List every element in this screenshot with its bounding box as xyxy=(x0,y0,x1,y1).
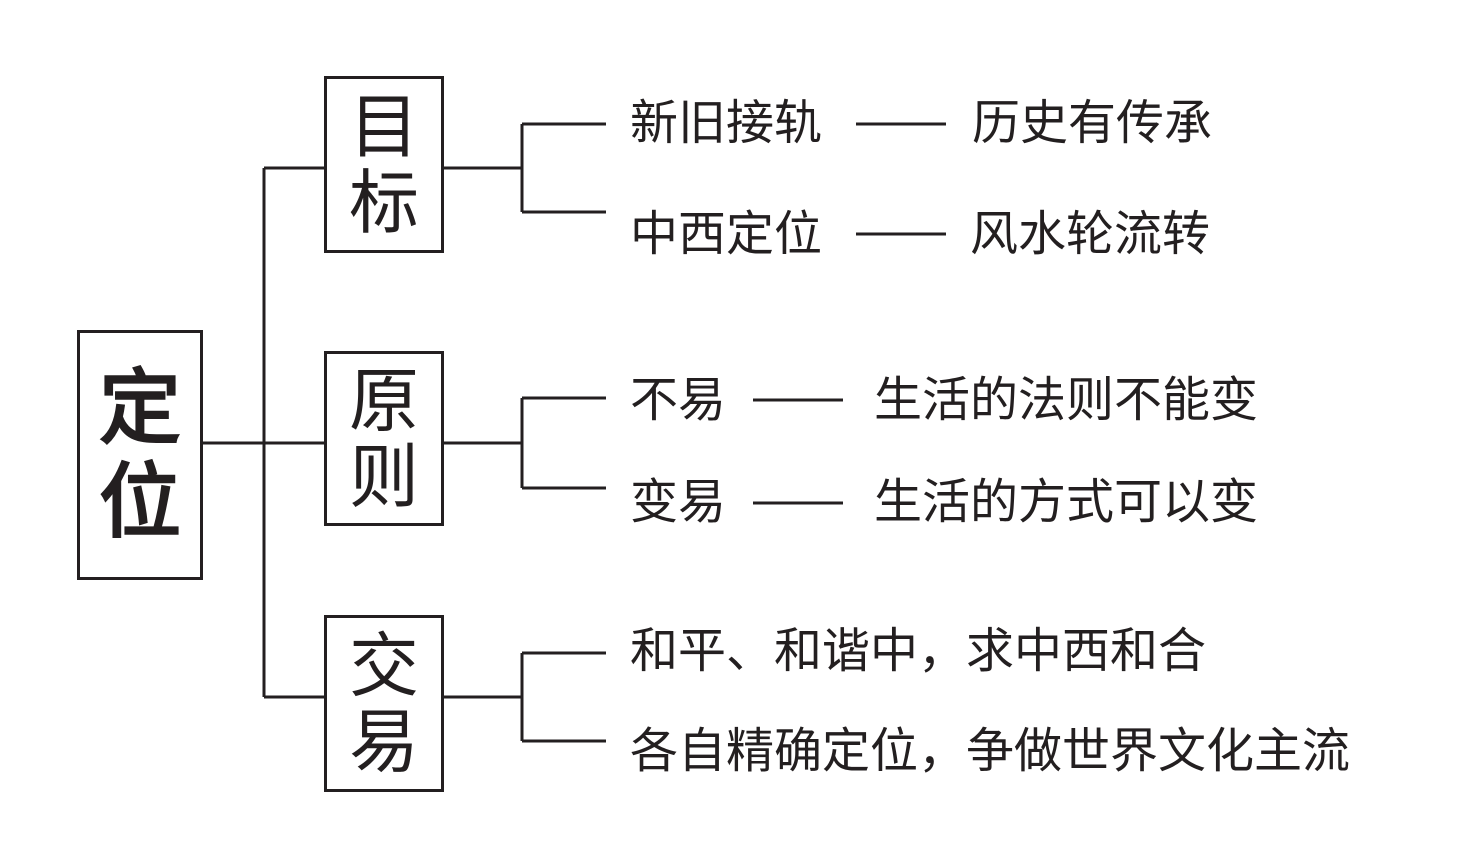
category-char: 原 xyxy=(349,359,419,442)
leaf-term: 中西定位 xyxy=(630,206,823,262)
leaf-term: 不易 xyxy=(630,372,727,428)
category-box-yuanze: 原 则 xyxy=(324,351,444,526)
leaf-term: 变易 xyxy=(630,474,727,530)
category-box-mubiao: 目 标 xyxy=(324,76,444,253)
root-char-1: 定 xyxy=(98,360,181,456)
category-char: 标 xyxy=(349,161,419,244)
category-box-jiaoyi: 交 易 xyxy=(324,615,444,792)
leaf-description: 生活的法则不能变 xyxy=(874,372,1259,428)
leaf-statement: 和平、和谐中，求中西和合 xyxy=(630,623,1207,679)
leaf-term: 新旧接轨 xyxy=(630,95,823,151)
leaf-statement: 各自精确定位，争做世界文化主流 xyxy=(630,723,1351,779)
category-char: 则 xyxy=(349,435,419,518)
category-char: 易 xyxy=(349,700,419,783)
leaf-description: 生活的方式可以变 xyxy=(874,474,1259,530)
leaf-description: 历史有传承 xyxy=(972,95,1213,151)
root-box: 定 位 xyxy=(77,330,203,580)
category-char: 目 xyxy=(349,85,419,168)
root-char-2: 位 xyxy=(98,454,181,550)
leaf-description: 风水轮流转 xyxy=(970,206,1211,262)
category-char: 交 xyxy=(349,624,419,707)
